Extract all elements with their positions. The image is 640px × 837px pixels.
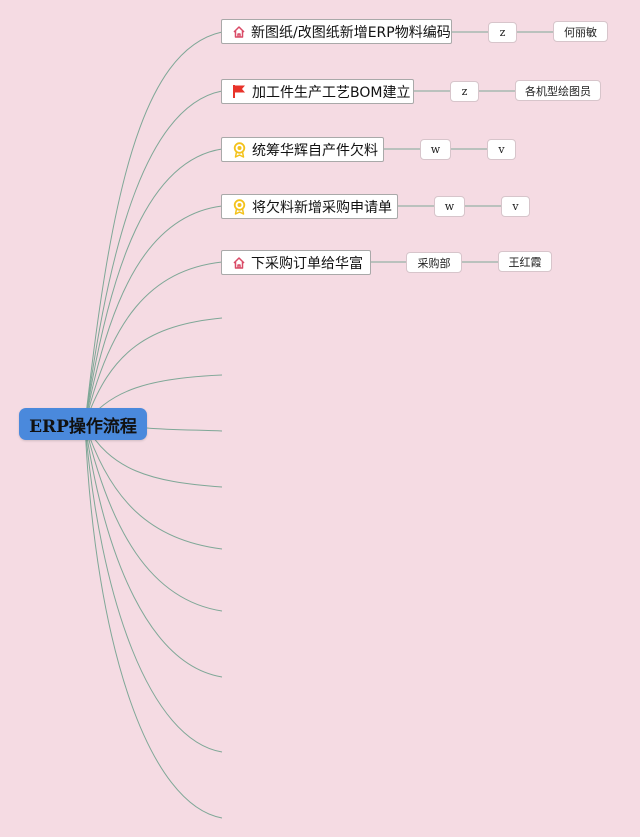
award-medal-icon: [232, 141, 247, 158]
red-flag-icon: [232, 84, 247, 100]
connector-empty-1: [84, 317, 223, 425]
connector-branch-1: [84, 31, 223, 425]
branch-5-tag-2-label: 王红霞: [508, 255, 542, 269]
connector-branch-2: [84, 90, 223, 425]
branch-2-tag-2[interactable]: 各机型绘图员: [515, 80, 601, 101]
branch-3-tag-2[interactable]: v: [487, 139, 516, 160]
branch-2-tag-2-label: 各机型绘图员: [525, 84, 591, 98]
branch-topic-1[interactable]: 新图纸/改图纸新增ERP物料编码: [221, 19, 452, 44]
branch-1-tag-1[interactable]: z: [488, 22, 517, 43]
branch-topic-4[interactable]: 将欠料新增采购申请单: [221, 194, 398, 219]
branch-1-tag-2[interactable]: 何丽敏: [553, 21, 608, 42]
branch-topic-5[interactable]: 下采购订单给华富: [221, 250, 371, 275]
branch-3-tag-1-label: w: [430, 143, 441, 156]
award-medal-icon: [232, 198, 247, 215]
branch-5-tag-1-label: 采购部: [417, 256, 451, 270]
branch-5-tag-2[interactable]: 王红霞: [498, 251, 552, 272]
branch-3-tag-1[interactable]: w: [420, 139, 451, 160]
connector-empty-7: [84, 423, 223, 678]
connector-empty-6: [84, 423, 223, 612]
branch-4-tag-1-label: w: [444, 200, 455, 213]
branch-topic-3-label: 统筹华辉自产件欠料: [252, 142, 378, 159]
branch-2-tag-1[interactable]: z: [450, 81, 479, 102]
house-icon: [232, 24, 246, 40]
house-icon: [232, 255, 246, 271]
branch-topic-5-label: 下采购订单给华富: [251, 255, 363, 272]
connector-empty-5: [84, 423, 223, 550]
branch-3-tag-2-label: v: [498, 143, 505, 156]
branch-topic-1-label: 新图纸/改图纸新增ERP物料编码: [251, 24, 451, 41]
connector-branch-5: [84, 261, 223, 425]
branch-2-tag-1-label: z: [461, 85, 468, 98]
root-topic-label: ERP操作流程: [29, 416, 137, 437]
branch-5-tag-1[interactable]: 采购部: [406, 252, 462, 273]
branch-topic-3[interactable]: 统筹华辉自产件欠料: [221, 137, 384, 162]
branch-topic-4-label: 将欠料新增采购申请单: [252, 199, 392, 216]
connector-empty-3: [146, 427, 223, 432]
root-topic[interactable]: ERP操作流程: [19, 408, 147, 440]
branch-topic-2-label: 加工件生产工艺BOM建立: [252, 84, 411, 101]
branch-4-tag-2-label: v: [512, 200, 519, 213]
branch-1-tag-1-label: z: [499, 26, 506, 39]
connector-branch-4: [84, 205, 223, 425]
branch-topic-2[interactable]: 加工件生产工艺BOM建立: [221, 79, 414, 104]
branch-1-tag-2-label: 何丽敏: [564, 25, 597, 39]
connector-branch-3: [84, 148, 223, 425]
branch-4-tag-2[interactable]: v: [501, 196, 530, 217]
branch-4-tag-1[interactable]: w: [434, 196, 465, 217]
connector-empty-8: [84, 423, 223, 753]
connector-empty-9: [84, 423, 223, 819]
